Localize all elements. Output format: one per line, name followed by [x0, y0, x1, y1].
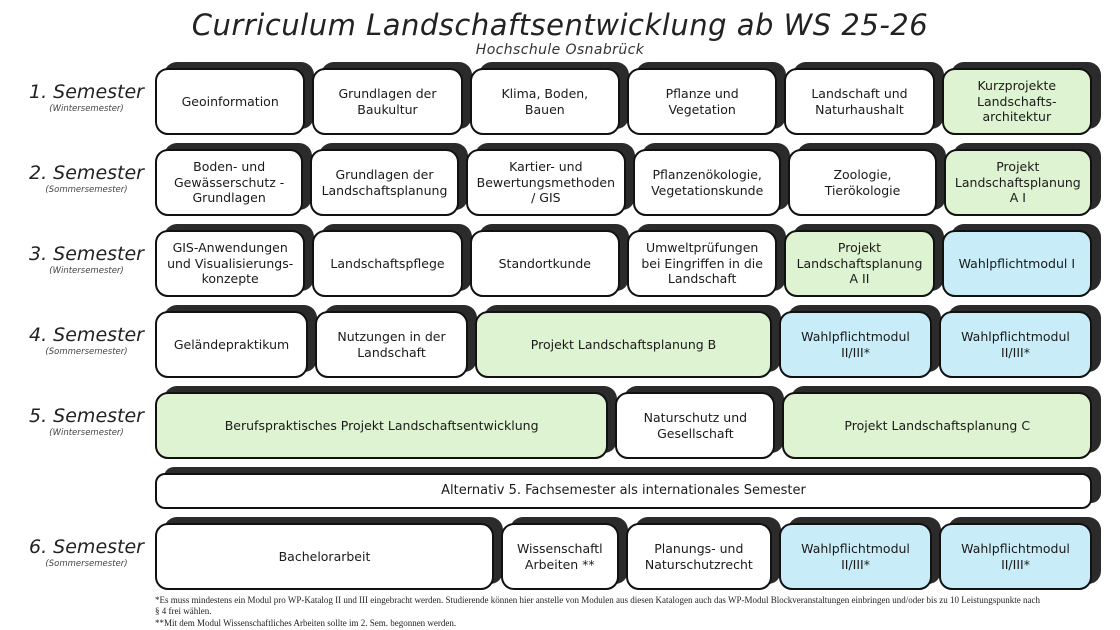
module-box: Bachelorarbeit	[155, 523, 494, 590]
module-boxes: GIS-Anwendungen und Visualisierungs-konz…	[155, 224, 1092, 297]
module-box: Wissenschaftl Arbeiten **	[500, 523, 619, 590]
semester-sublabel: (Wintersemester)	[49, 266, 124, 276]
module-box: Planungs- und Naturschutzrecht	[625, 523, 773, 590]
module-box: Wahlpflichtmodul II/III*	[779, 523, 933, 590]
module-box: Grundlagen der Landschaftsplanung	[310, 149, 459, 216]
semester-label-column: 2. Semester(Sommersemester)	[18, 143, 155, 216]
module-box: Naturschutz und Gesellschaft	[615, 392, 776, 459]
module-box: Nutzungen in der Landschaft	[314, 311, 468, 378]
module-box: Grundlagen der Baukultur	[312, 68, 463, 135]
semester-row: 3. Semester(Wintersemester)GIS-Anwendung…	[18, 224, 1092, 297]
semester-sublabel: (Sommersemester)	[45, 559, 128, 569]
module-box: Pflanzenökologie, Vegetationskunde	[633, 149, 782, 216]
alternative-semester-row: Alternativ 5. Fachsemester als internati…	[18, 467, 1092, 509]
module-box: Klima, Boden, Bauen	[469, 68, 620, 135]
module-box: Wahlpflichtmodul I	[941, 230, 1092, 297]
footnotes: *Es muss mindestens ein Modul pro WP-Kat…	[155, 595, 1045, 629]
module-box: Standortkunde	[469, 230, 620, 297]
module-box: Geoinformation	[155, 68, 306, 135]
semester-sublabel: (Sommersemester)	[45, 347, 128, 357]
curriculum-grid: 1. Semester(Wintersemester)Geoinformatio…	[0, 62, 1120, 590]
semester-label-column: 3. Semester(Wintersemester)	[18, 224, 155, 297]
semester-sublabel: (Wintersemester)	[49, 428, 124, 438]
semester-row: 1. Semester(Wintersemester)Geoinformatio…	[18, 62, 1092, 135]
module-box: Alternativ 5. Fachsemester als internati…	[155, 473, 1092, 509]
module-boxes: Alternativ 5. Fachsemester als internati…	[155, 467, 1092, 509]
semester-label-column	[18, 467, 155, 509]
module-box: Geländepraktikum	[155, 311, 308, 378]
module-box: Zoologie, Tierökologie	[788, 149, 937, 216]
semester-label: 5. Semester	[29, 405, 144, 427]
module-box: Berufspraktisches Projekt Landschaftsent…	[155, 392, 609, 459]
module-box: GIS-Anwendungen und Visualisierungs-konz…	[155, 230, 306, 297]
semester-row: 2. Semester(Sommersemester)Boden- und Ge…	[18, 143, 1092, 216]
module-box: Projekt Landschaftsplanung A I	[943, 149, 1092, 216]
semester-label: 3. Semester	[29, 243, 144, 265]
semester-label: 6. Semester	[29, 536, 144, 558]
semester-row: 6. Semester(Sommersemester)Bachelorarbei…	[18, 517, 1093, 590]
module-box: Projekt Landschaftsplanung B	[474, 311, 773, 378]
semester-label-column: 6. Semester(Sommersemester)	[18, 517, 155, 590]
page-header: Curriculum Landschaftsentwicklung ab WS …	[0, 0, 1120, 58]
semester-label-column: 5. Semester(Wintersemester)	[18, 386, 155, 459]
page-title: Curriculum Landschaftsentwicklung ab WS …	[191, 8, 929, 42]
module-box: Wahlpflichtmodul II/III*	[779, 311, 933, 378]
semester-sublabel: (Sommersemester)	[45, 185, 128, 195]
module-box: Projekt Landschaftsplanung C	[782, 392, 1092, 459]
semester-row: 4. Semester(Sommersemester)Geländeprakti…	[18, 305, 1092, 378]
semester-label: 4. Semester	[29, 324, 144, 346]
page-subtitle: Hochschule Osnabrück	[475, 41, 645, 58]
semester-sublabel: (Wintersemester)	[49, 104, 124, 114]
semester-label-column: 1. Semester(Wintersemester)	[18, 62, 155, 135]
module-box: Boden- und Gewässerschutz - Grundlagen	[155, 149, 304, 216]
module-box: Wahlpflichtmodul II/III*	[939, 311, 1092, 378]
module-box: Landschaft und Naturhaushalt	[784, 68, 935, 135]
module-box: Projekt Landschaftsplanung A II	[784, 230, 935, 297]
module-box: Umweltprüfungen bei Eingriffen in die La…	[626, 230, 778, 297]
module-boxes: Berufspraktisches Projekt Landschaftsent…	[155, 386, 1092, 459]
module-box: Landschaftspflege	[312, 230, 463, 297]
module-box: Kartier- und Bewertungsmethoden / GIS	[465, 149, 627, 216]
module-box: Wahlpflichtmodul II/III*	[939, 523, 1093, 590]
footnote-1: *Es muss mindestens ein Modul pro WP-Kat…	[155, 595, 1040, 617]
semester-label: 2. Semester	[29, 162, 144, 184]
module-box: Pflanze und Vegetation	[626, 68, 778, 135]
semester-label-column: 4. Semester(Sommersemester)	[18, 305, 155, 378]
footnote-2: **Mit dem Modul Wissenschaftliches Arbei…	[155, 617, 457, 628]
semester-row: 5. Semester(Wintersemester)Berufspraktis…	[18, 386, 1092, 459]
semester-label: 1. Semester	[29, 81, 144, 103]
module-box: Kurzprojekte Landschafts-architektur	[941, 68, 1092, 135]
